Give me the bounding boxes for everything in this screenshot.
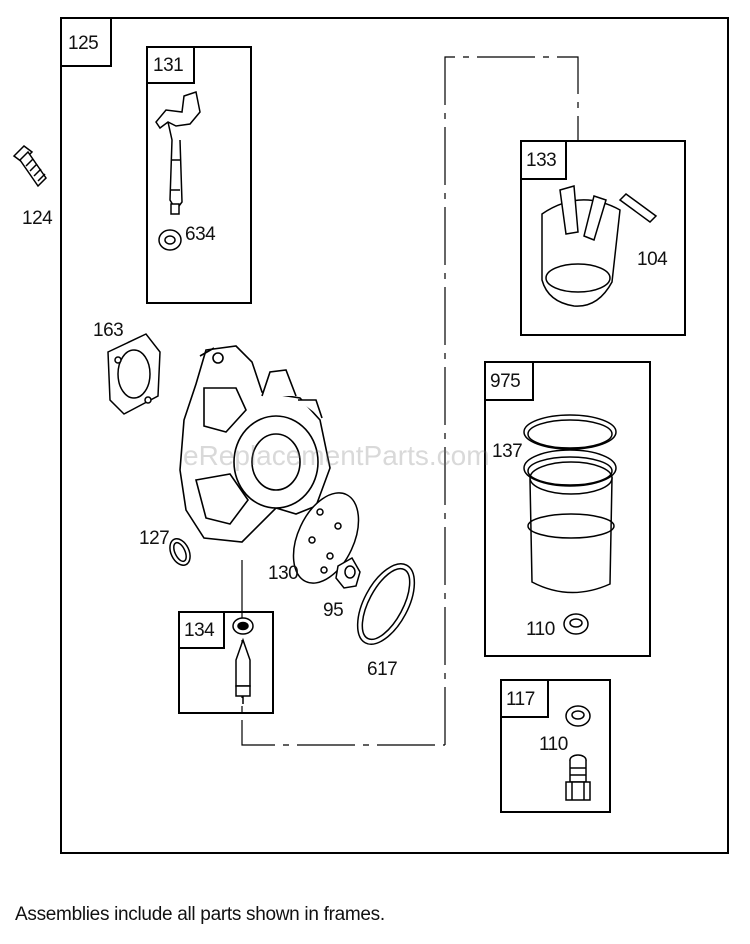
frame-131-tag-box — [146, 46, 195, 84]
seal-634-drawing — [158, 229, 182, 251]
gasket-163-drawing — [107, 333, 161, 415]
frame-133-tag-box — [520, 140, 567, 180]
frame-tag-975: 975 — [490, 371, 521, 392]
part-label-137: 137 — [492, 441, 523, 462]
footer-note: Assemblies include all parts shown in fr… — [15, 904, 385, 925]
part-label-95: 95 — [323, 600, 344, 621]
part-label-110-b: 110 — [539, 734, 568, 755]
frame-tag-117: 117 — [506, 689, 535, 710]
part-label-634: 634 — [185, 224, 216, 245]
frame-125-border — [60, 17, 729, 854]
oring-137-drawing — [523, 414, 617, 487]
pin-104-drawing — [618, 193, 658, 223]
frame-tag-134: 134 — [184, 620, 215, 641]
oring-127-drawing — [169, 538, 191, 566]
part-label-127: 127 — [139, 528, 170, 549]
frame-tag-131: 131 — [153, 55, 184, 76]
washer-110-drawing — [563, 613, 589, 635]
part-label-124: 124 — [22, 208, 53, 229]
part-label-130: 130 — [268, 563, 299, 584]
part-label-110-a: 110 — [526, 619, 555, 640]
frame-131-border — [146, 46, 252, 304]
frame-125-tag-box — [60, 17, 112, 67]
frame-975-border — [484, 361, 651, 657]
frame-134-border — [178, 611, 274, 714]
washer-110b-drawing — [565, 705, 591, 727]
frame-117-border — [500, 679, 611, 813]
valve-134-drawing — [232, 617, 254, 704]
screw-124-drawing — [12, 145, 47, 188]
float-133-drawing — [541, 185, 621, 307]
part-label-617: 617 — [367, 659, 398, 680]
jet-117-drawing — [565, 754, 591, 801]
float-131-drawing — [155, 91, 201, 215]
frame-tag-125: 125 — [68, 33, 99, 54]
frame-134-tag-box — [178, 611, 225, 649]
frame-117-tag-box — [500, 679, 549, 718]
bowl-975-drawing — [527, 461, 615, 594]
frame-tag-133: 133 — [526, 150, 557, 171]
frame-975-tag-box — [484, 361, 534, 401]
oring-617-drawing — [356, 563, 416, 645]
connector-line-top — [444, 56, 579, 745]
plate-130-drawing — [292, 492, 360, 584]
frame-133-border — [520, 140, 686, 336]
part-label-104: 104 — [637, 249, 668, 270]
fitting-95-drawing — [335, 556, 361, 589]
watermark-text: eReplacementParts.com — [183, 440, 490, 471]
connector-line-bottom — [241, 560, 445, 746]
carburetor-body-drawing — [179, 345, 331, 543]
part-label-163: 163 — [93, 320, 124, 341]
